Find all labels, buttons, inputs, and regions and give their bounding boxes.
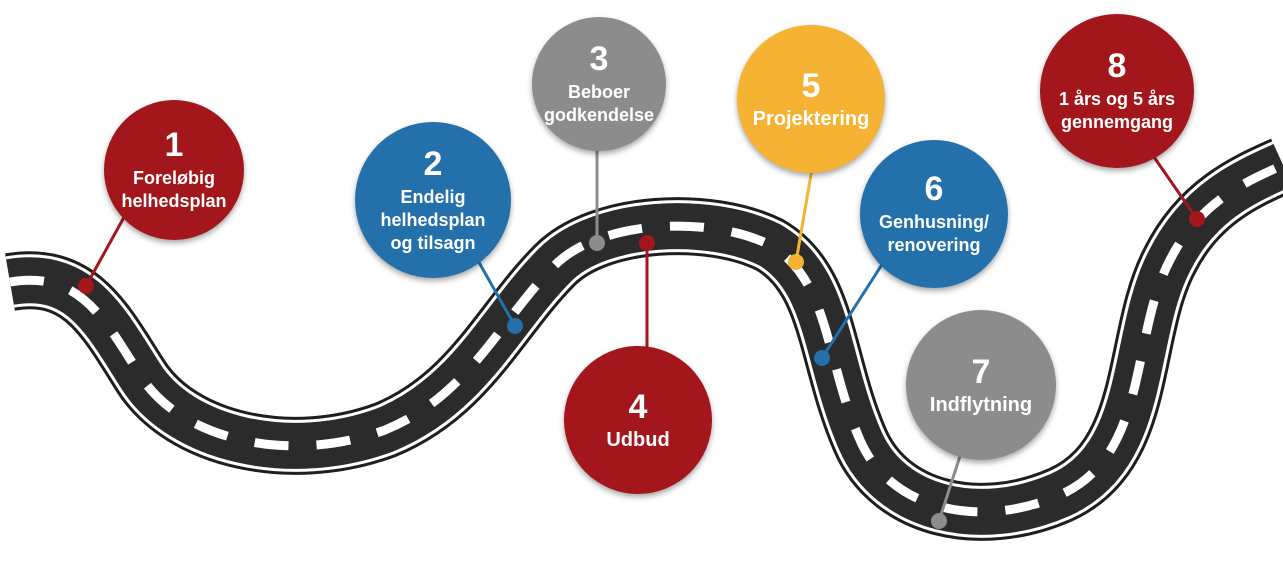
milestone-label: 1 års og 5 års gennemgang <box>1058 89 1176 132</box>
milestone-label: Foreløbig helhedsplan <box>121 168 227 211</box>
milestone-number: 7 <box>971 352 991 391</box>
milestone-3: 3 Beboer godkendelse <box>532 17 666 151</box>
milestone-5: 5 Projektering <box>737 25 885 173</box>
connector-8 <box>1145 146 1199 220</box>
pins <box>78 211 1205 529</box>
connector-6 <box>820 251 892 359</box>
connectors <box>84 146 1199 522</box>
road-center-line <box>9 160 1283 517</box>
milestone-number: 4 <box>628 387 648 426</box>
milestone-1: 1 Foreløbig helhedsplan <box>104 100 244 240</box>
milestone-7: 7 Indflytning <box>906 310 1056 460</box>
milestone-2: 2 Endelig helhedsplan og tilsagn <box>355 122 511 278</box>
pin-7 <box>931 513 947 529</box>
pin-3 <box>589 235 605 251</box>
milestone-number: 8 <box>1107 47 1127 85</box>
connector-7 <box>937 449 964 522</box>
pin-6 <box>814 350 830 366</box>
milestone-number: 6 <box>924 170 944 208</box>
milestone-label: Endelig helhedsplan og tilsagn <box>380 186 486 253</box>
milestone-label: Indflytning <box>929 393 1033 416</box>
pin-1 <box>78 278 94 294</box>
milestone-label: Udbud <box>606 428 670 451</box>
milestone-6: 6 Genhusning/ renovering <box>860 140 1008 288</box>
milestone-4: 4 Udbud <box>564 346 712 494</box>
milestone-label: Beboer godkendelse <box>543 82 655 125</box>
milestone-label: Genhusning/ renovering <box>879 212 989 255</box>
pin-5 <box>788 254 804 270</box>
milestone-number: 2 <box>423 144 443 183</box>
milestone-number: 1 <box>164 126 184 164</box>
connector-1 <box>84 209 130 287</box>
pin-8 <box>1189 211 1205 227</box>
pin-4 <box>639 235 655 251</box>
pin-2 <box>507 318 523 334</box>
milestone-number: 3 <box>589 40 609 78</box>
milestone-8: 8 1 års og 5 års gennemgang <box>1040 14 1194 168</box>
milestone-label: Projektering <box>752 107 870 130</box>
milestone-number: 5 <box>801 66 821 105</box>
connector-5 <box>794 162 815 263</box>
